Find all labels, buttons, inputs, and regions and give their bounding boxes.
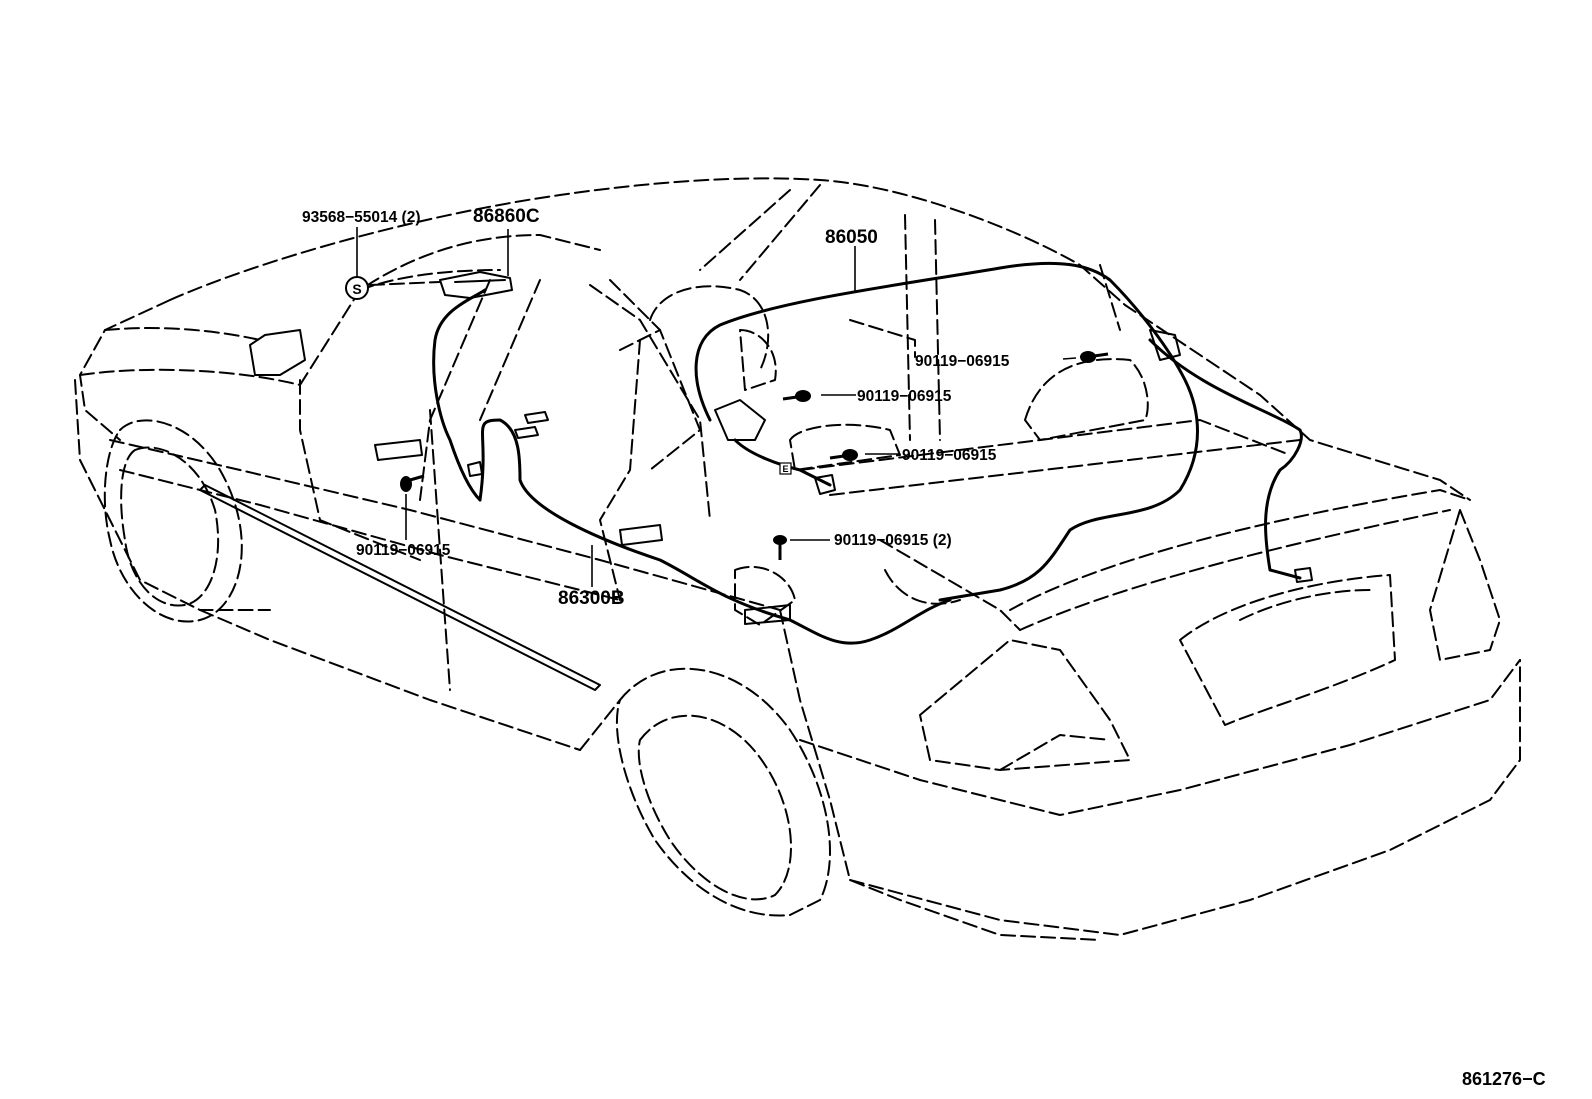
svg-text:S: S (352, 281, 361, 297)
label-86050: 86050 (825, 227, 878, 248)
antenna-cord-86050 (694, 261, 1199, 602)
reference-code: 861276−C (1462, 1069, 1546, 1089)
label-bolt-mid: 90119−06915 (857, 388, 952, 405)
part-labels: 93568−55014 (2) 86860C 86050 90119−06915… (302, 206, 1010, 609)
bolt-icon (400, 474, 425, 492)
label-bolt-floor: 90119−06915 (2) (834, 532, 952, 549)
bolt-icons (400, 351, 1109, 560)
leader-lines (356, 227, 1077, 587)
antenna-cord-86300b (478, 418, 952, 645)
label-bolt-rear: 90119−06915 (915, 353, 1010, 370)
label-86300b: 86300B (558, 588, 625, 609)
label-sealant: 93568−55014 (2) (302, 209, 421, 226)
car-body-outline (74, 177, 1521, 941)
svg-text:E: E (782, 464, 788, 474)
sealant-mark-icon: S (345, 276, 369, 300)
bolt-icon (1080, 351, 1109, 363)
bolt-icon (829, 449, 858, 461)
bolt-icon (782, 390, 811, 402)
bolt-icon (773, 535, 787, 560)
label-86860c: 86860C (473, 206, 540, 227)
tiny-mark: E (779, 462, 792, 475)
label-bolt-shelf: 90119−06915 (902, 447, 997, 464)
label-bolt-door: 90119−06915 (356, 542, 451, 559)
antenna-cord-harness (432, 261, 1313, 645)
antenna-cord-86860c (432, 288, 487, 502)
